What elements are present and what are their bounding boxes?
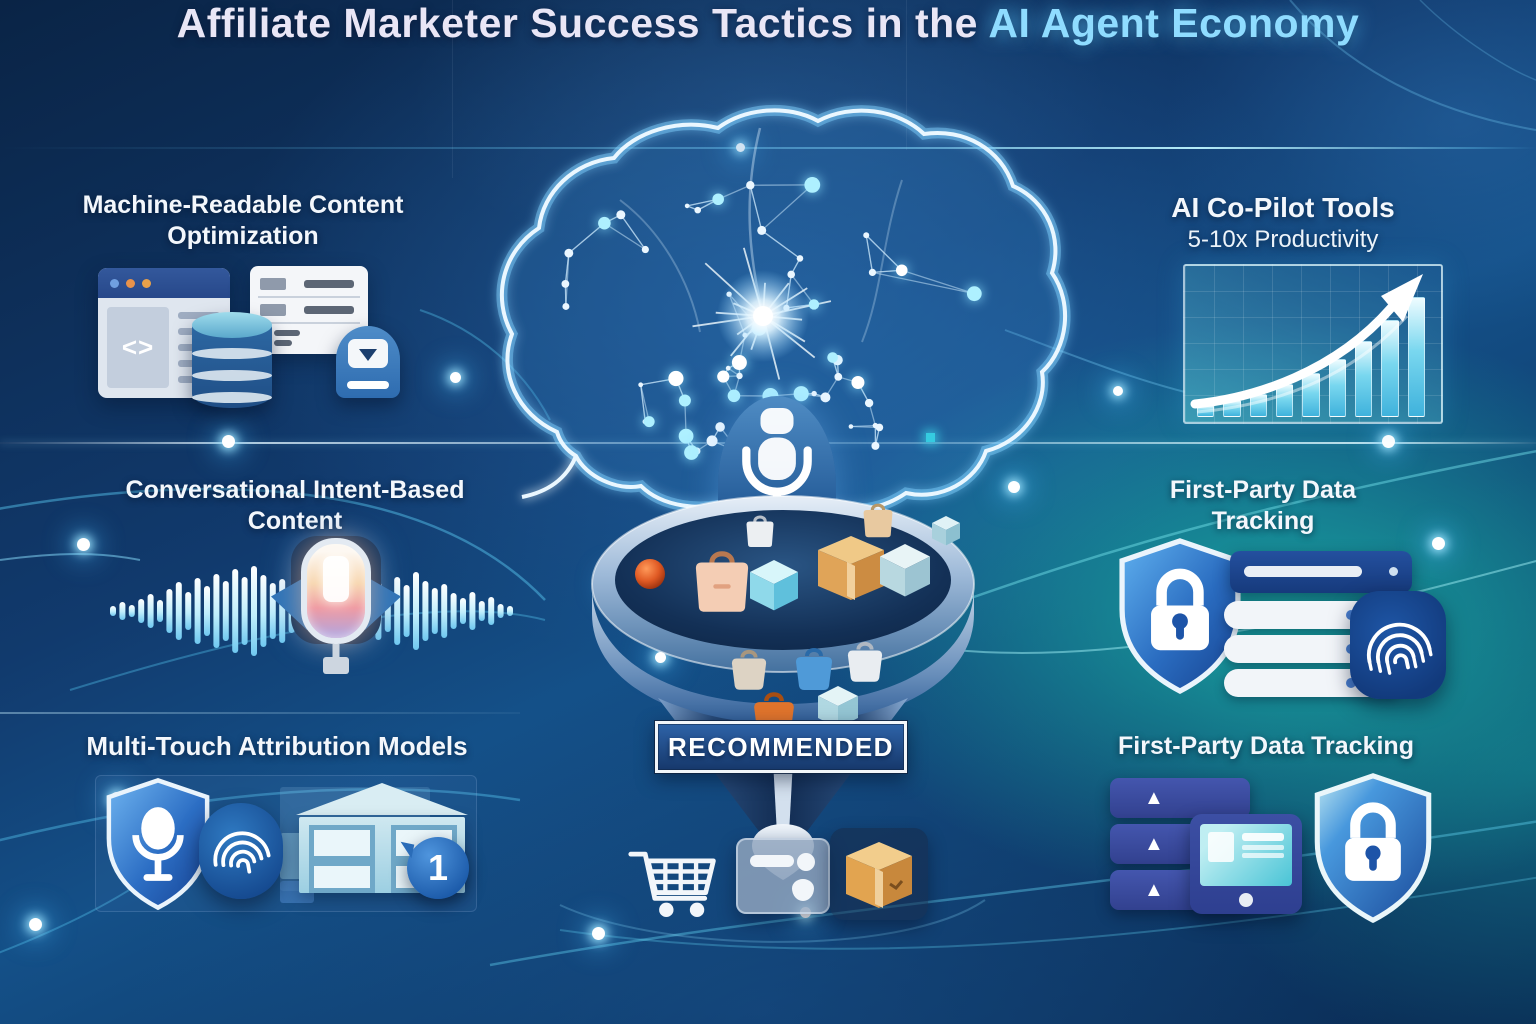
product-bag-white-small [746,515,774,547]
section-label-machine-readable: Machine-Readable Content Optimization [82,191,404,250]
glow-node [1008,481,1020,493]
glow-node [29,918,42,931]
glow-node [1382,435,1395,448]
shield-mic-icon [106,777,210,911]
product-cube-tiny [932,516,960,546]
product-bag-tan-small [863,503,893,538]
window-dot [110,279,119,288]
window-dot [142,279,151,288]
glow-node [77,538,90,551]
touchpoint-1-badge: 1 [407,837,469,899]
glow-node [592,927,605,940]
package-icon [830,828,928,920]
download-badge-icon [336,326,400,398]
product-box-tan [818,536,884,600]
funnel-products [635,503,960,739]
section-label-first-party-mid: First-Party Data Tracking [1169,476,1357,535]
page-title: Affiliate Marketer Success Tactics in th… [0,0,1536,47]
machine-readable-icons: <> [90,262,420,412]
glow-node [736,143,745,152]
server-top-icon [1230,551,1412,593]
glow-node [655,652,666,663]
first-party-mid-icons [1112,533,1452,708]
multi-touch-icons: 1 [95,775,477,915]
chart-bar [1354,341,1373,417]
window-dot [126,279,135,288]
product-bag-peach [695,551,749,612]
fingerprint-icon [1350,591,1446,699]
server-arrow-icon: ▲ [1144,879,1164,901]
funnel-item-bag-beige [731,649,767,690]
chart-bar [1381,320,1399,417]
title-prefix: Affiliate Marketer Success Tactics in th… [176,0,978,46]
trend-arrow-icon [1190,274,1423,414]
shield-lock-icon [1119,538,1241,695]
code-icon: <> [107,307,169,388]
funnel-item-cube [818,686,858,728]
cyan-square-node [926,433,935,442]
shield-lock-icon [1314,773,1432,924]
chart-bars [1197,278,1425,417]
fingerprint-icon [199,803,283,899]
section-label-conversational: Conversational Intent-Based Content [125,476,465,535]
glow-node [450,372,461,383]
section-label-ai-copilot: AI Co-Pilot Tools 5-10x Productivity [1171,192,1395,254]
server-stack-row-icon: ▲ [1110,778,1250,818]
server-arrow-icon: ▲ [1144,833,1164,855]
first-party-bottom-icons: ▲ ▲ ▲ [1102,772,1452,924]
product-cube-cyan [750,560,798,611]
product-cube-pale [880,544,930,597]
section-label-multi-touch: Multi-Touch Attribution Models [86,731,468,761]
glow-node [222,435,235,448]
productivity-bar-chart [1183,264,1443,424]
microphone-icon [271,536,401,674]
product-sphere [635,559,665,589]
glow-node [1113,386,1123,396]
section-label-first-party-bottom: First-Party Data Tracking [1118,732,1414,760]
funnel-item-bag-white [847,641,883,682]
database-icon [192,312,272,408]
server-arrow-icon: ▲ [1144,787,1164,809]
recommended-banner: RECOMMENDED [655,721,907,773]
title-highlight: AI Agent Economy [988,0,1360,46]
glow-node [1432,537,1445,550]
funnel-item-bag-blue [796,648,832,690]
tablet-analytics-icon [1190,814,1302,914]
chart-bar [1407,296,1425,417]
cart-icon [626,842,722,922]
card-reader-icon [736,838,830,914]
